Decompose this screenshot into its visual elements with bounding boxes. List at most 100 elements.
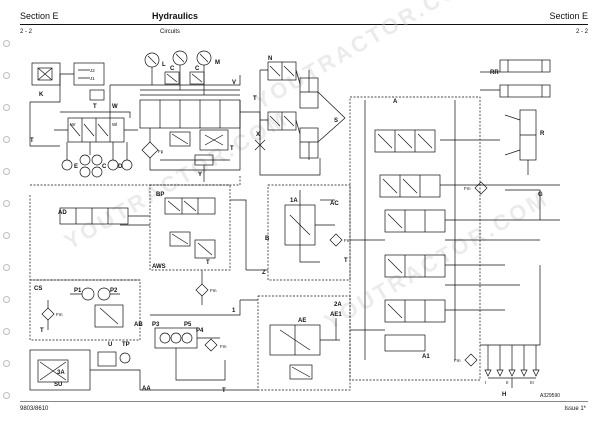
binder-hole <box>3 136 10 143</box>
label-i: I <box>485 380 486 385</box>
document-number: 9803/8610 <box>20 406 49 412</box>
label-j2: J2 <box>90 68 95 73</box>
label-t-mid: T <box>230 146 234 152</box>
bp-aws-outline <box>149 184 231 271</box>
label-t-left: T <box>30 138 34 144</box>
filter-fm-right <box>474 181 488 195</box>
label-t-cs: T <box>40 328 44 334</box>
component-u <box>97 351 117 367</box>
pump-area-outline <box>29 279 141 341</box>
label-p1: P1 <box>74 288 82 294</box>
figure-reference: A329590 <box>540 393 561 399</box>
label-t-pumps: T <box>222 388 226 394</box>
label-fm-b: Fm <box>344 238 351 243</box>
label-ii: II <box>506 380 509 385</box>
component-c-1 <box>164 71 180 85</box>
label-p4: P4 <box>196 328 204 334</box>
binder-hole <box>3 200 10 207</box>
label-1a: 1A <box>290 198 298 204</box>
label-fp: Fp <box>158 149 164 154</box>
label-g: G <box>538 192 543 198</box>
component-j-box <box>73 62 105 86</box>
block-2a-outline <box>257 295 351 391</box>
label-fm-pumps: Fm <box>220 344 227 349</box>
label-x: X <box>256 132 260 138</box>
label-u: U <box>108 342 112 348</box>
label-k: K <box>39 92 44 98</box>
label-aws: AWS <box>152 264 166 270</box>
filter-fm-h <box>464 353 478 367</box>
label-fm-h: Fm <box>454 358 461 363</box>
label-cs: CS <box>34 286 42 292</box>
label-c-bottom: C <box>102 164 107 170</box>
label-e: E <box>74 164 78 170</box>
label-d: D <box>118 164 123 170</box>
label-ae1: AE1 <box>330 312 342 318</box>
valve-section-5 <box>384 299 446 323</box>
component-c-2 <box>189 71 205 85</box>
filter-fm-b <box>329 233 343 247</box>
control-valve-middle <box>139 99 241 129</box>
binder-hole <box>3 40 10 47</box>
page-subtitle: Circuits <box>160 29 181 35</box>
label-ac: AC <box>330 201 339 207</box>
page-number-left: 2 - 2 <box>20 29 33 35</box>
binder-hole <box>3 232 10 239</box>
label-fm-aws: Fm <box>210 288 217 293</box>
label-s: S <box>334 118 338 124</box>
label-bp: BP <box>156 192 164 198</box>
label-w: W <box>112 104 118 110</box>
binder-hole <box>3 360 10 367</box>
label-wl: Wl <box>112 122 117 127</box>
label-r: R <box>540 131 545 137</box>
binder-hole <box>3 328 10 335</box>
page-title: Hydraulics <box>152 11 199 21</box>
label-n: N <box>268 56 272 62</box>
page-number-right: 2 - 2 <box>575 29 588 35</box>
valve-section-4 <box>384 254 446 278</box>
component-k-box <box>31 62 61 86</box>
label-y: Y <box>198 172 202 178</box>
label-c-2: C <box>195 66 200 72</box>
valve-section-2 <box>379 174 441 198</box>
label-l: L <box>162 62 166 68</box>
label-2a: 2A <box>334 302 342 308</box>
label-fm-right: Fm <box>464 186 471 191</box>
label-t-top: T <box>93 104 97 110</box>
label-ad: AD <box>58 210 67 216</box>
filter-fp <box>141 141 159 159</box>
valve-section-1 <box>374 129 436 153</box>
valve-section-3 <box>384 209 446 233</box>
label-ae: AE <box>298 318 306 324</box>
label-tp: TP <box>122 342 130 348</box>
label-p3: P3 <box>152 322 160 328</box>
label-j1: J1 <box>90 76 95 81</box>
label-1: 1 <box>232 308 236 314</box>
label-wr: Wr <box>70 122 76 127</box>
filter-fm-aws <box>195 283 209 297</box>
valve-bank-a-outline <box>349 96 481 381</box>
cylinder-rr <box>499 59 551 73</box>
filter-fm-cs <box>41 307 55 321</box>
label-p5: P5 <box>184 322 192 328</box>
filter-fm-pumps <box>204 338 218 352</box>
actuator-e <box>61 159 73 171</box>
label-ab: AB <box>134 322 143 328</box>
label-m: M <box>215 60 220 66</box>
binder-hole <box>3 392 10 399</box>
label-3a: 3A <box>57 370 65 376</box>
label-a1: A1 <box>422 354 430 360</box>
pump-p1 <box>81 287 95 301</box>
label-p2: P2 <box>110 288 118 294</box>
label-t-n: T <box>253 96 257 102</box>
label-h: H <box>502 392 506 398</box>
label-su: SU <box>54 382 62 388</box>
watermark-text: YOUTRACTOR.COM <box>320 186 553 335</box>
binder-hole <box>3 264 10 271</box>
label-fm-cs: Fm <box>56 312 63 317</box>
pump-block-p3-p5-p4 <box>154 327 198 349</box>
label-c-1: C <box>170 66 175 72</box>
section-label-right: Section E <box>549 11 588 21</box>
section-label-left: Section E <box>20 11 59 21</box>
